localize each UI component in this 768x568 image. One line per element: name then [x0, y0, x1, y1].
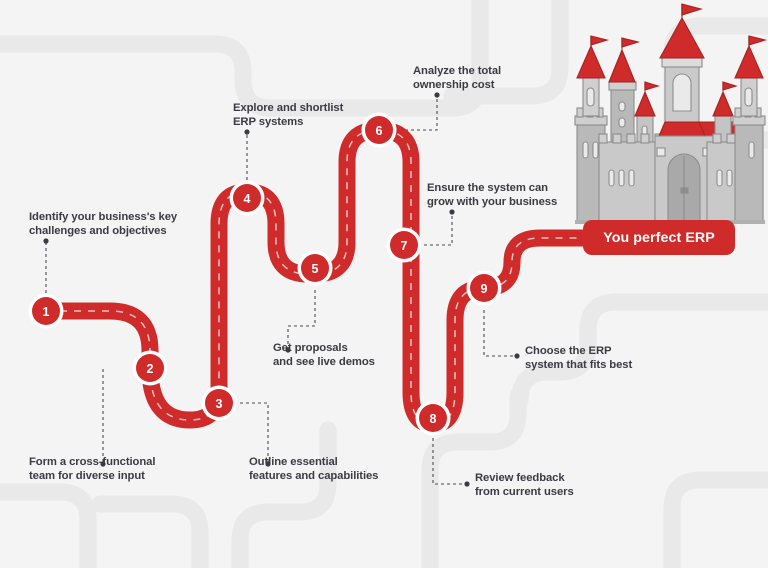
step-node-8[interactable]: 8 — [415, 400, 451, 436]
connector-7 — [424, 213, 453, 246]
bg-road-bottom-left — [0, 483, 97, 568]
step-label-3: Outline essential features and capabilit… — [249, 456, 379, 483]
step-node-3-number: 3 — [216, 397, 223, 411]
connector-8 — [432, 438, 466, 485]
bg-road-bottom-center — [421, 387, 527, 568]
step-node-7-number: 7 — [401, 239, 408, 253]
bg-road-right-low — [663, 471, 768, 568]
bg-road-bottom-right — [511, 293, 768, 409]
step-label-7: Ensure the system can grow with your bus… — [427, 182, 558, 209]
connector-6 — [399, 96, 438, 131]
step-node-7[interactable]: 7 — [386, 227, 422, 263]
step-node-4[interactable]: 4 — [229, 180, 265, 216]
step-label-8: Review feedback from current users — [475, 472, 574, 499]
connector-9 — [483, 310, 516, 357]
step-node-1[interactable]: 1 — [28, 293, 64, 329]
connector-group — [45, 96, 516, 485]
connector-dot-group — [43, 92, 520, 487]
step-label-6: Analyze the total ownership cost — [413, 65, 502, 92]
connector-5 — [287, 290, 316, 350]
step-node-6[interactable]: 6 — [361, 112, 397, 148]
connector-dot-9 — [514, 353, 520, 359]
destination-badge-label: You perfect ERP — [603, 229, 715, 246]
step-node-5-number: 5 — [312, 262, 319, 276]
step-node-1-number: 1 — [43, 305, 50, 319]
step-nodes[interactable]: 1 2 3 4 5 — [28, 112, 502, 436]
step-node-3[interactable]: 3 — [201, 385, 237, 421]
step-node-5[interactable]: 5 — [297, 250, 333, 286]
step-node-8-number: 8 — [430, 412, 437, 426]
step-node-9-number: 9 — [481, 282, 488, 296]
connector-dot-4 — [244, 129, 250, 135]
step-node-2-number: 2 — [147, 362, 154, 376]
destination-badge[interactable]: You perfect ERP — [583, 220, 735, 255]
connector-dot-2 — [100, 461, 106, 467]
step-label-2: Form a cross-functional team for diverse… — [29, 456, 156, 483]
step-node-9[interactable]: 9 — [466, 270, 502, 306]
step-label-5: Get proposals and see live demos — [273, 342, 375, 369]
step-node-2[interactable]: 2 — [132, 350, 168, 386]
connector-dot-5 — [285, 347, 291, 353]
bg-road-bottom-mid — [231, 421, 337, 568]
step-node-4-number: 4 — [244, 192, 251, 206]
connector-dot-6 — [434, 92, 440, 98]
connector-dot-3 — [265, 461, 271, 467]
step-label-4: Explore and shortlist ERP systems — [233, 102, 344, 129]
step-label-1: Identify your business's key challenges … — [29, 211, 178, 238]
bg-road-bottom-left-2 — [91, 495, 209, 568]
step-node-6-number: 6 — [376, 124, 383, 138]
connector-3 — [240, 402, 269, 464]
bg-road-top-right — [443, 0, 569, 105]
connector-dot-8 — [464, 481, 470, 487]
connector-dot-1 — [43, 238, 49, 244]
castle-icon — [574, 3, 768, 224]
step-label-9: Choose the ERP system that fits best — [525, 345, 633, 372]
connector-dot-7 — [449, 209, 455, 215]
